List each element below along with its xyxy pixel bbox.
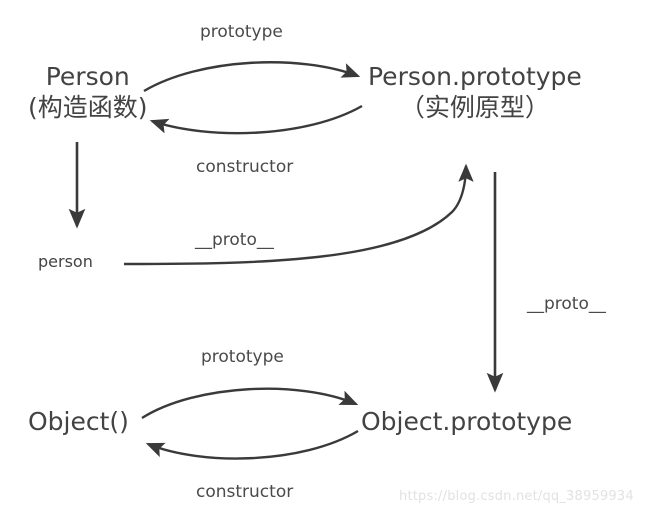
node-object-prototype: Object.prototype: [361, 407, 573, 436]
edge-label-bottom-constructor: constructor: [196, 482, 294, 502]
edge-label-instance-proto: __proto__: [195, 230, 274, 250]
node-person-prototype-line1: Person.prototype: [368, 62, 582, 91]
node-person-prototype: Person.prototype （实例原型）: [368, 62, 582, 123]
arrow-object-prototype-to-object: [145, 429, 359, 460]
edge-label-prototype-chain-proto: __proto__: [527, 294, 606, 314]
node-person-constructor-line1: Person: [45, 62, 130, 91]
node-person-constructor-line2: (构造函数): [28, 92, 148, 122]
edge-label-top-constructor: constructor: [196, 157, 294, 177]
node-object-constructor: Object(): [28, 407, 129, 436]
arrow-person-to-prototype: [143, 61, 361, 93]
edge-label-bottom-prototype: prototype: [201, 347, 284, 367]
arrow-prototype-to-person: [149, 104, 363, 135]
node-person-instance: person: [38, 252, 93, 271]
arrow-instance-proto-to-person-prototype: [123, 163, 474, 266]
watermark-text: https://blog.csdn.net/qq_38959934: [399, 489, 634, 504]
node-person-constructor: Person (构造函数): [28, 62, 148, 123]
node-person-prototype-line2: （实例原型）: [399, 92, 550, 122]
arrow-object-to-prototype: [141, 387, 359, 420]
edge-label-top-prototype: prototype: [200, 22, 283, 42]
